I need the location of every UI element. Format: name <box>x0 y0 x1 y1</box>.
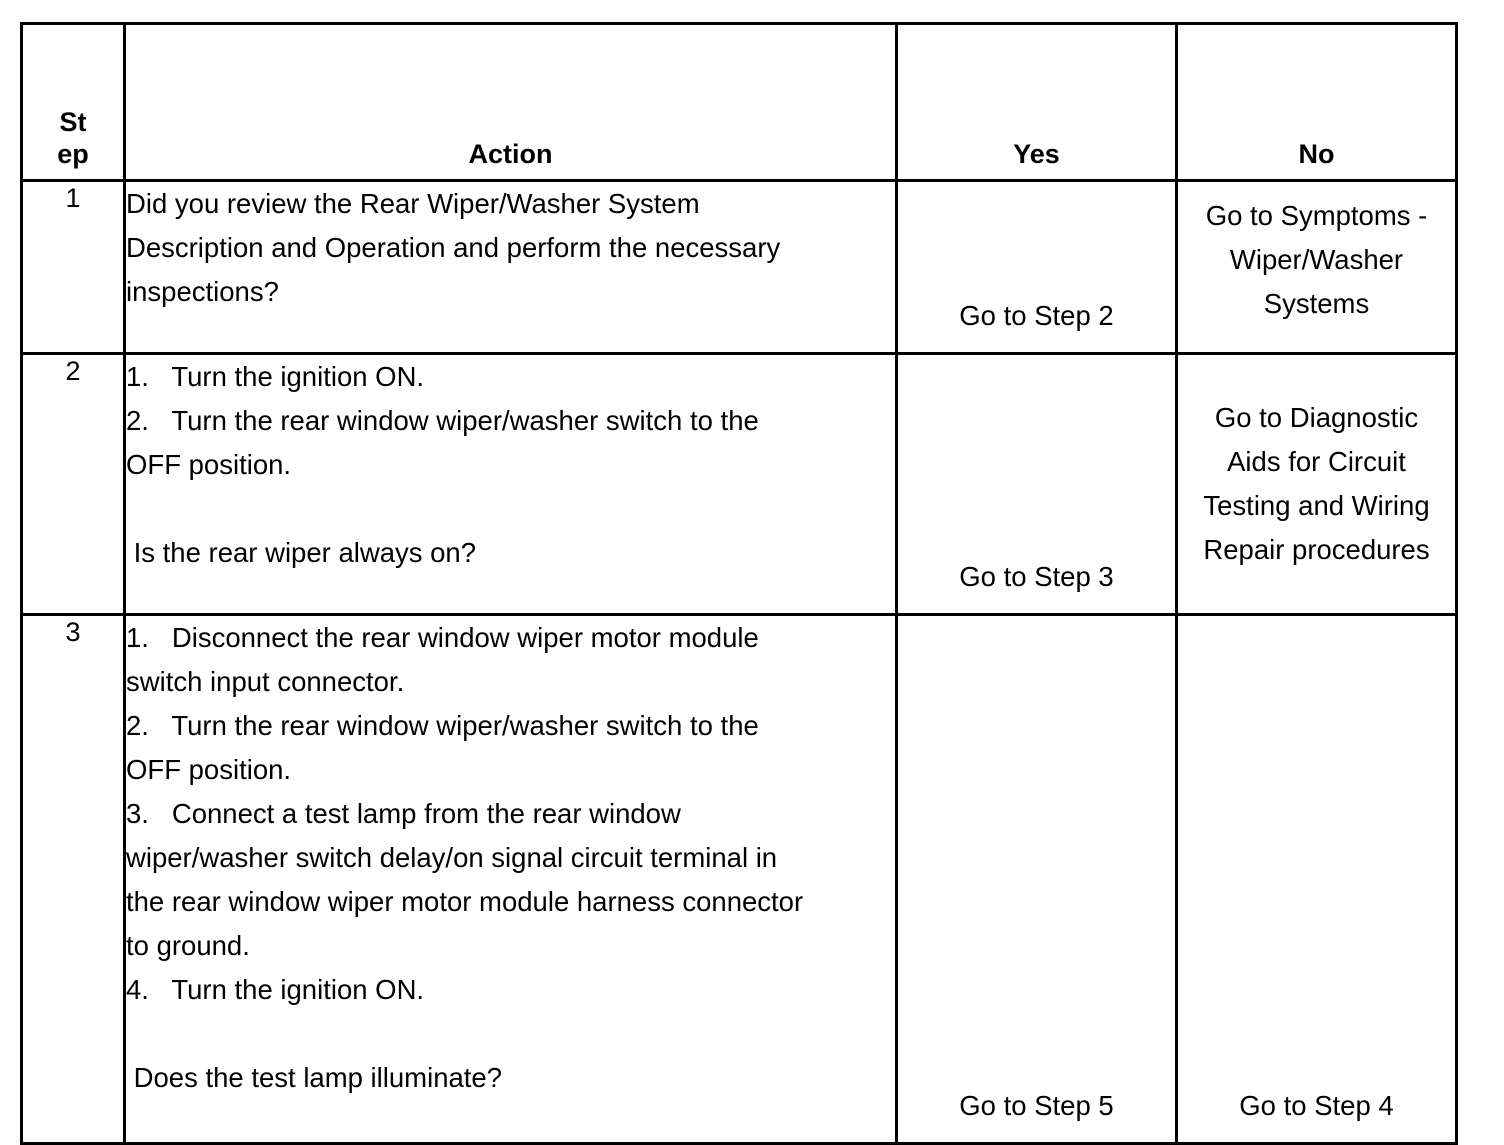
no-branch-line: Systems <box>1263 288 1370 319</box>
yes-branch-line: Go to Step 3 <box>959 561 1114 592</box>
table-header-row: St ep Action Yes No <box>20 22 1458 182</box>
no-branch-cell: Go to Step 4 <box>1175 613 1458 1145</box>
diagnostic-table-page: St ep Action Yes No 1 Did you review the… <box>20 22 1458 1145</box>
table-row: 2 1. Turn the ignition ON. 2. Turn the r… <box>20 352 1458 616</box>
diagnostic-procedure-table: St ep Action Yes No 1 Did you review the… <box>20 22 1458 1145</box>
action-line: inspections? <box>126 276 279 307</box>
table-row: 1 Did you review the Rear Wiper/Washer S… <box>20 179 1458 355</box>
step-number: 2 <box>20 352 126 616</box>
action-cell: 1. Turn the ignition ON. 2. Turn the rea… <box>123 352 898 616</box>
no-branch-cell: Go to Diagnostic Aids for Circuit Testin… <box>1175 352 1458 616</box>
table-row: 3 1. Disconnect the rear window wiper mo… <box>20 613 1458 1145</box>
no-branch-line: Repair procedures <box>1203 534 1430 565</box>
column-header-no: No <box>1175 22 1458 182</box>
action-line: OFF position. <box>126 449 292 480</box>
action-line: 4. Turn the ignition ON. <box>126 974 425 1005</box>
action-line: OFF position. <box>126 754 292 785</box>
action-line: 3. Connect a test lamp from the rear win… <box>126 798 681 829</box>
no-branch-line: Testing and Wiring <box>1203 490 1430 521</box>
column-header-step: St ep <box>20 22 126 182</box>
action-line-blank <box>126 1012 895 1056</box>
action-cell: Did you review the Rear Wiper/Washer Sys… <box>123 179 898 355</box>
yes-branch-cell: Go to Step 2 <box>895 179 1178 355</box>
column-header-step-line2: ep <box>57 139 89 170</box>
yes-branch-line: Go to Step 5 <box>959 1090 1114 1121</box>
step-number: 1 <box>20 179 126 355</box>
no-branch-line: Wiper/Washer <box>1229 244 1404 275</box>
no-branch-line: Aids for Circuit <box>1227 446 1406 477</box>
action-line: switch input connector. <box>126 666 405 697</box>
yes-branch-cell: Go to Step 5 <box>895 613 1178 1145</box>
action-question-line: Is the rear wiper always on? <box>126 537 477 568</box>
column-header-yes: Yes <box>895 22 1178 182</box>
action-line: 2. Turn the rear window wiper/washer swi… <box>126 710 759 741</box>
column-header-action: Action <box>123 22 898 182</box>
action-line: the rear window wiper motor module harne… <box>126 886 804 917</box>
action-line: to ground. <box>126 930 250 961</box>
no-branch-line: Go to Symptoms - <box>1205 200 1428 231</box>
action-line: wiper/washer switch delay/on signal circ… <box>126 842 778 873</box>
step-number: 3 <box>20 613 126 1145</box>
no-branch-line: Go to Step 4 <box>1239 1090 1394 1121</box>
no-branch-cell: Go to Symptoms - Wiper/Washer Systems <box>1175 179 1458 355</box>
action-line: Did you review the Rear Wiper/Washer Sys… <box>126 188 700 219</box>
column-header-step-line1: St <box>59 107 87 138</box>
action-line: 2. Turn the rear window wiper/washer swi… <box>126 405 759 436</box>
action-line: Description and Operation and perform th… <box>126 232 781 263</box>
action-line: 1. Turn the ignition ON. <box>126 361 425 392</box>
action-line: 1. Disconnect the rear window wiper moto… <box>126 622 759 653</box>
action-line-blank <box>126 487 895 531</box>
action-question-line: Does the test lamp illuminate? <box>126 1062 503 1093</box>
yes-branch-line: Go to Step 2 <box>959 300 1114 331</box>
no-branch-line: Go to Diagnostic <box>1214 402 1419 433</box>
action-cell: 1. Disconnect the rear window wiper moto… <box>123 613 898 1145</box>
yes-branch-cell: Go to Step 3 <box>895 352 1178 616</box>
